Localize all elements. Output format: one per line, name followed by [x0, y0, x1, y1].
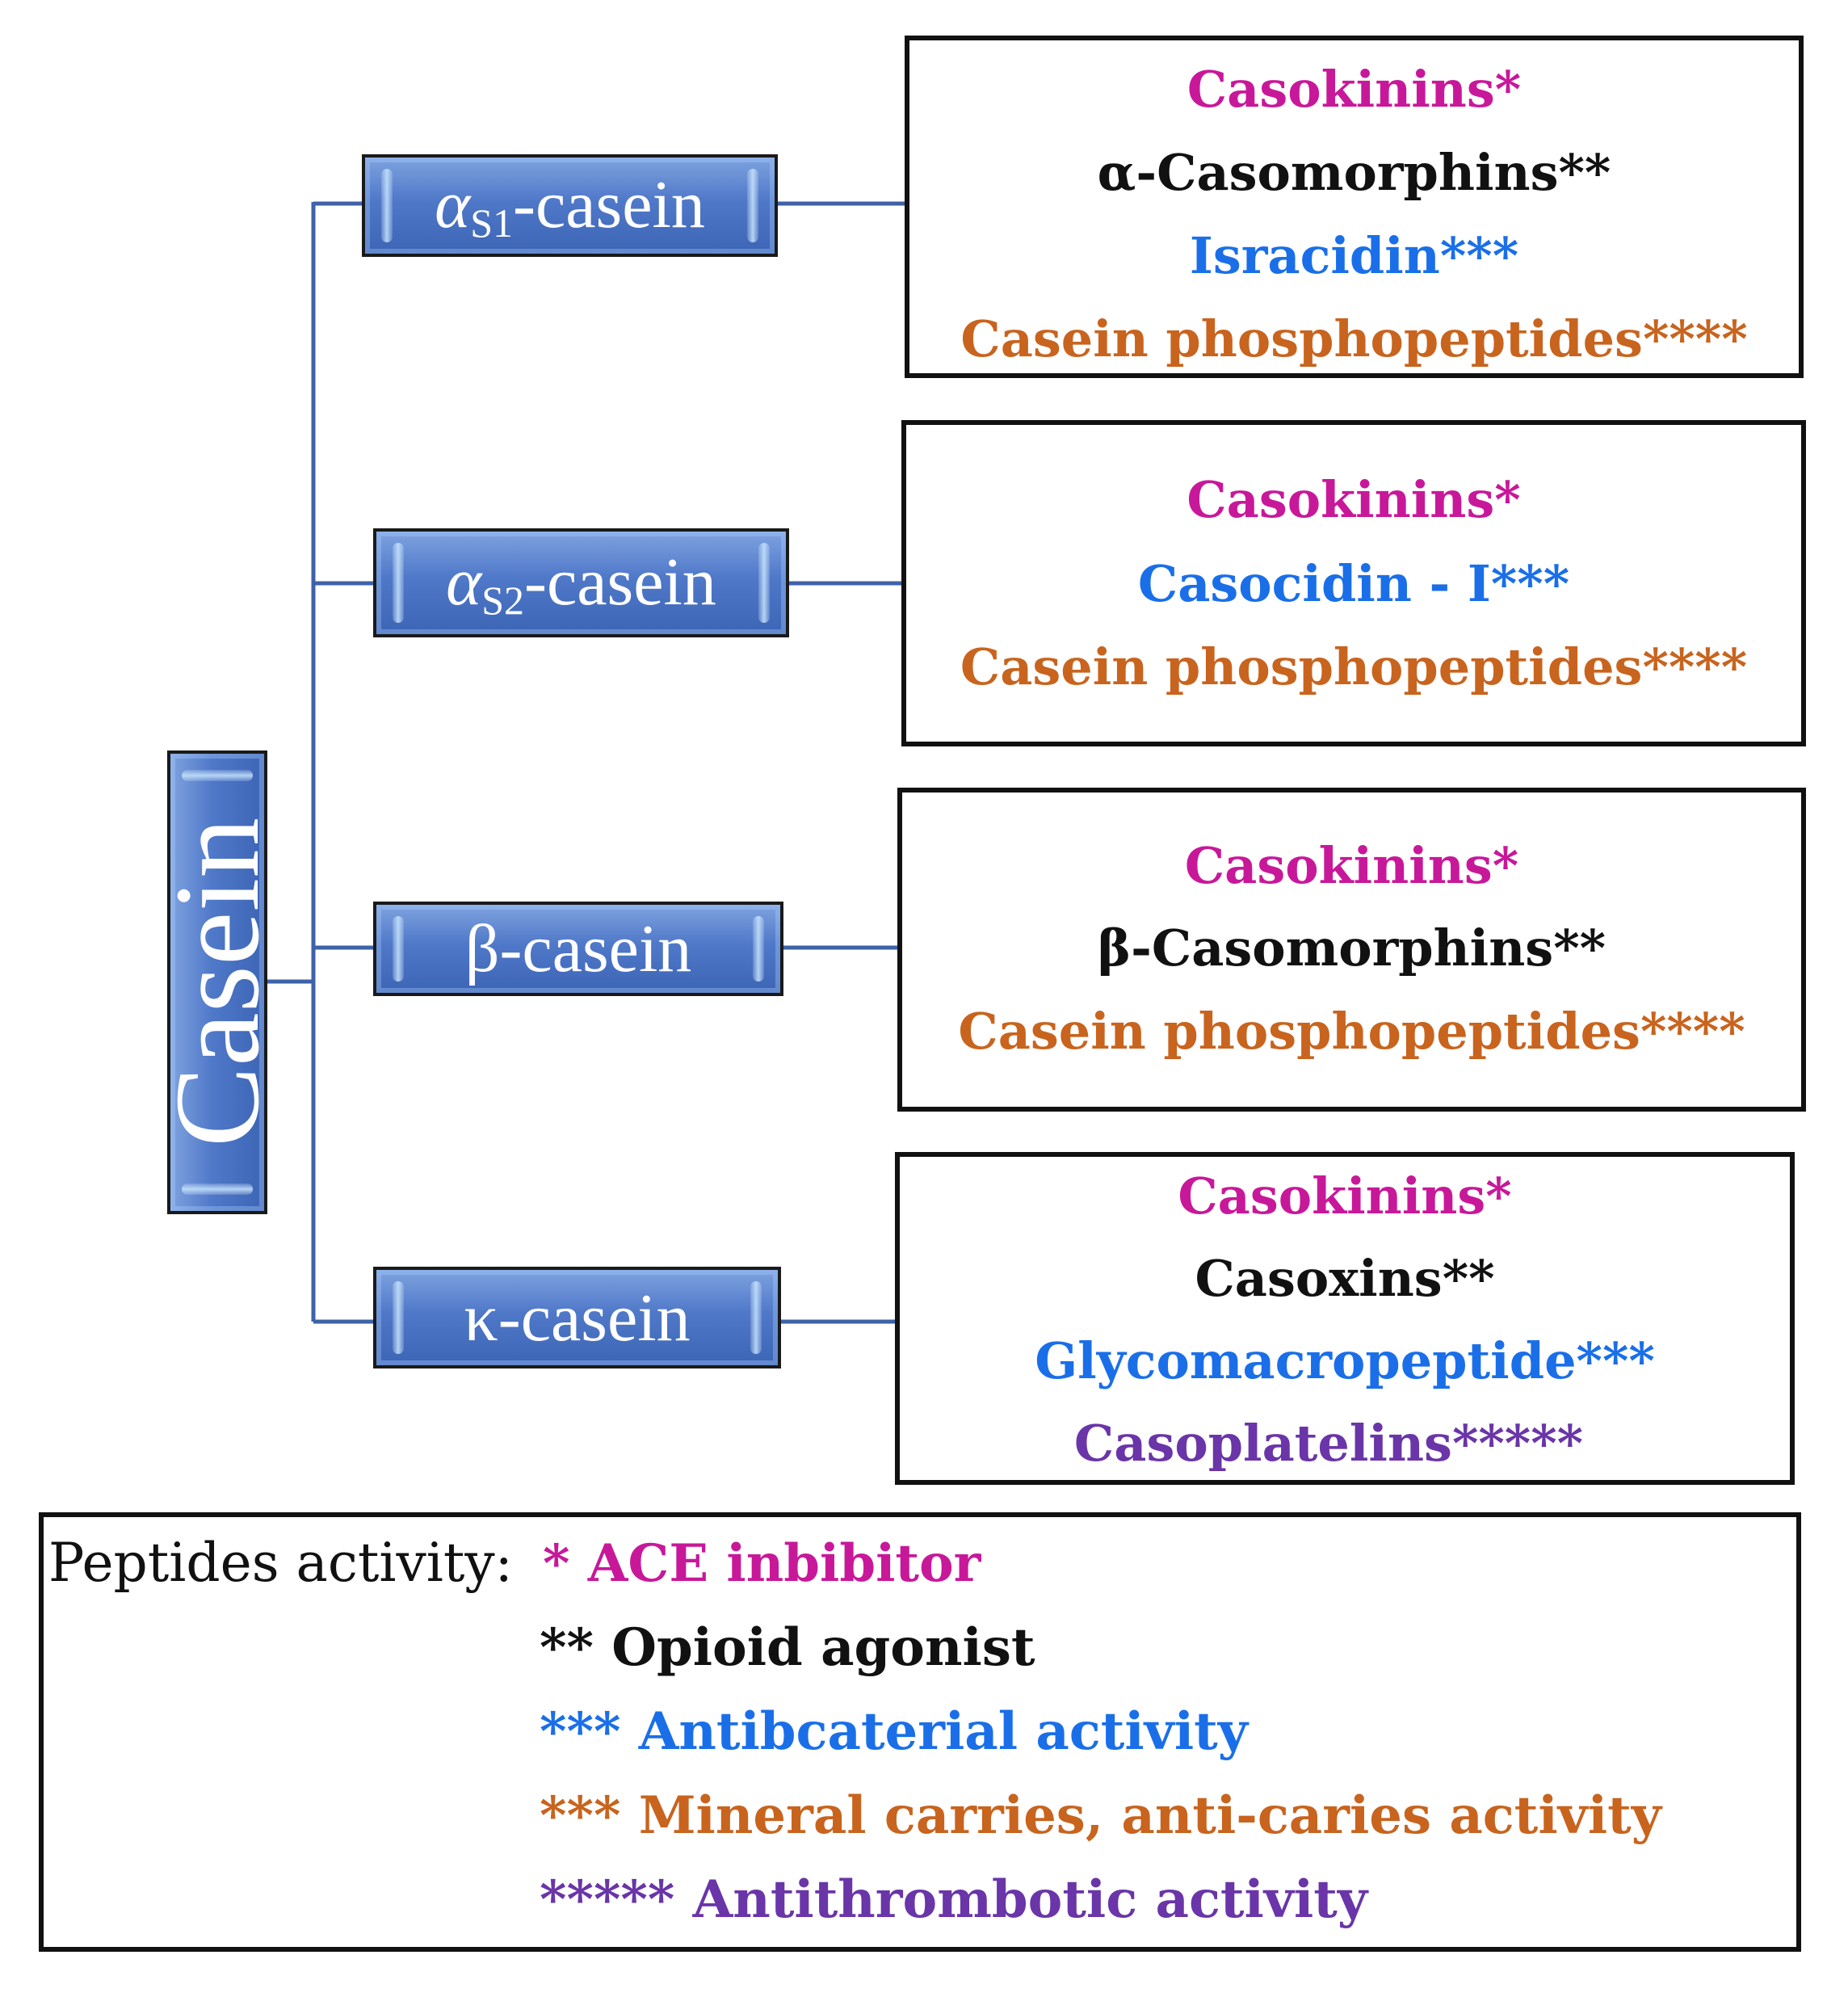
peptide-item: Isracidin***	[1189, 226, 1519, 285]
bevel-decoration	[182, 770, 253, 781]
legend-item: ***** Antithrombotic activity	[540, 1869, 1368, 1930]
peptide-item: Casein phosphopeptides****	[960, 309, 1748, 368]
peptide-item: Casocidin - I***	[1137, 554, 1570, 613]
peptide-box-kappa: Casokinins* Casoxins** Glycomacropeptide…	[895, 1152, 1795, 1485]
bevel-decoration	[758, 543, 770, 623]
legend-box: Peptides activity: * ACE inbibitor ** Op…	[39, 1512, 1801, 1952]
fraction-as2-casein: αS2-casein	[373, 528, 789, 637]
legend-item: ** Opioid agonist	[540, 1617, 1035, 1678]
casein-root-box: Casein	[150, 750, 284, 1214]
peptide-item: α-Casomorphins**	[1097, 143, 1611, 202]
peptide-item: Casokinins*	[1186, 60, 1522, 119]
fraction-label: β-casein	[464, 911, 692, 986]
bevel-decoration	[393, 543, 404, 623]
peptide-item: Casokinins*	[1184, 836, 1519, 895]
fraction-label: αS2-casein	[446, 544, 716, 623]
peptide-item: Casokinins*	[1186, 470, 1521, 529]
fraction-as1-casein: αS1-casein	[362, 154, 778, 257]
fraction-beta-casein: β-casein	[373, 902, 783, 996]
peptide-item: Casoplatelins*****	[1073, 1414, 1584, 1473]
bevel-decoration	[393, 916, 404, 982]
peptide-box-as1: Casokinins* α-Casomorphins** Isracidin**…	[905, 36, 1804, 378]
bevel-decoration	[753, 916, 764, 982]
bevel-decoration	[747, 169, 758, 242]
legend-item: *** Antibcaterial activity	[540, 1701, 1248, 1762]
fraction-label: κ-casein	[464, 1280, 691, 1356]
legend-item: * ACE inbibitor	[543, 1533, 981, 1594]
fraction-kappa-casein: κ-casein	[373, 1267, 781, 1368]
peptide-item: Casein phosphopeptides****	[960, 637, 1748, 696]
bevel-decoration	[182, 1183, 253, 1195]
peptide-item: Glycomacropeptide***	[1035, 1331, 1655, 1390]
fraction-label: αS1-casein	[435, 166, 705, 246]
bevel-decoration	[393, 1281, 404, 1354]
peptide-box-beta: Casokinins* β-Casomorphins** Casein phos…	[897, 788, 1806, 1112]
legend-title: Peptides activity:	[48, 1532, 513, 1594]
peptide-item: Casoxins**	[1195, 1249, 1495, 1308]
peptide-item: Casokinins*	[1178, 1167, 1512, 1226]
bevel-decoration	[750, 1281, 762, 1354]
bevel-decoration	[381, 169, 393, 242]
peptide-item: β-Casomorphins**	[1097, 919, 1606, 977]
casein-root-label: Casein	[150, 817, 284, 1148]
legend-item: *** Mineral carries, anti-caries activit…	[540, 1785, 1661, 1846]
peptide-box-as2: Casokinins* Casocidin - I*** Casein phos…	[901, 420, 1806, 746]
peptide-item: Casein phosphopeptides****	[958, 1002, 1745, 1061]
